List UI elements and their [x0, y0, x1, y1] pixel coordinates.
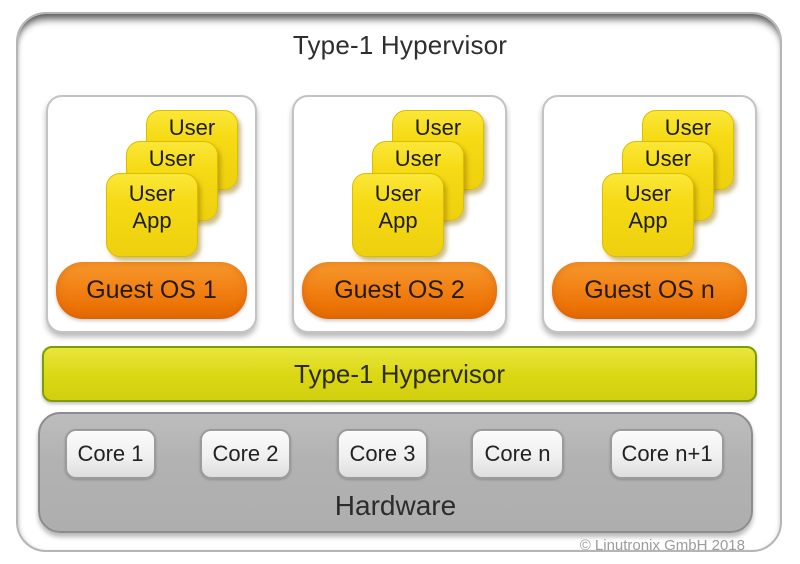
copyright-notice: © Linutronix GmbH 2018: [579, 537, 745, 554]
cpu-core-n: Core n: [471, 429, 564, 479]
user-app-card: User App: [352, 173, 444, 257]
user-app-card-line: User: [128, 181, 176, 206]
guest-vm-panel-1: User User User App Guest OS 1: [46, 95, 257, 333]
user-app-card-line: App: [628, 208, 668, 233]
user-app-card-line: App: [132, 208, 172, 233]
cpu-core-3: Core 3: [337, 429, 428, 479]
user-app-card: User App: [106, 173, 198, 257]
diagram-title: Type-1 Hypervisor: [292, 30, 508, 60]
guest-os-pill-n: Guest OS n: [552, 262, 747, 319]
user-app-card-line: App: [378, 208, 418, 233]
hypervisor-layer-bar: Type-1 Hypervisor: [42, 346, 757, 402]
guest-vm-panel-n: User User User App Guest OS n: [542, 95, 757, 333]
user-app-card-line: User: [624, 181, 672, 206]
user-app-card: User App: [602, 173, 694, 257]
cpu-core-2: Core 2: [200, 429, 291, 479]
cpu-core-n1: Core n+1: [610, 429, 724, 479]
hardware-layer: Core 1 Core 2 Core 3 Core n Core n+1 Har…: [38, 412, 753, 533]
hardware-label: Hardware: [334, 490, 457, 521]
guest-os-pill-2: Guest OS 2: [302, 262, 497, 319]
guest-vm-panel-2: User User User App Guest OS 2: [292, 95, 507, 333]
user-app-card-line: User: [374, 181, 422, 206]
cpu-core-1: Core 1: [65, 429, 156, 479]
guest-os-pill-1: Guest OS 1: [56, 262, 247, 319]
